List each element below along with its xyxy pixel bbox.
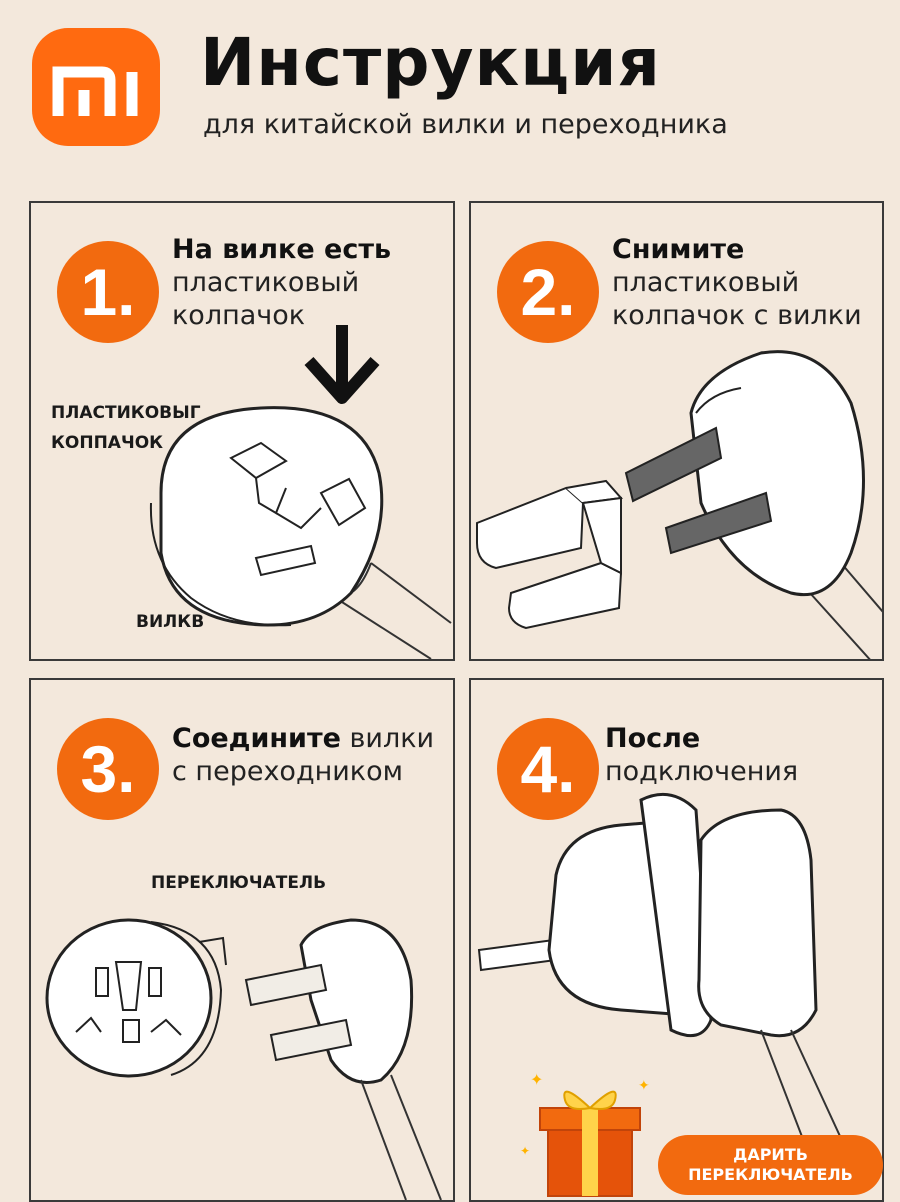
step-3-line-1: с переходником <box>172 756 404 787</box>
step-1-line-1: пластиковый <box>172 267 360 298</box>
step-4-panel: 4. После подключения <box>469 678 884 1202</box>
plug-and-adapter-illustration <box>45 918 442 1200</box>
page-title: Инструкция <box>200 24 661 101</box>
switch-label: ПЕРЕКЛЮЧАТЕЛЬ <box>151 873 327 893</box>
step-2-bold: Снимите <box>612 234 745 265</box>
step-4-text: После подключения <box>605 722 798 788</box>
step-1-panel: 1. На вилке есть пластиковый колпачок ПЛ… <box>29 201 455 661</box>
step-number-badge: 3. <box>57 718 159 820</box>
gift-box-icon: ✦ ✦ ✦ <box>520 1070 650 1197</box>
step-number-badge: 2. <box>497 241 599 343</box>
step-2-line-2: колпачок с вилки <box>612 300 862 331</box>
gift-button-line-2: ПЕРЕКЛЮЧАТЕЛЬ <box>688 1165 853 1184</box>
plug-label: ВИЛКВ <box>136 612 205 632</box>
step-1-bold: На вилке есть <box>172 234 392 265</box>
step-4-line-1: подключения <box>605 756 799 787</box>
gift-switch-button[interactable]: ДАРИТЬ ПЕРЕКЛЮЧАТЕЛЬ <box>658 1135 883 1195</box>
cap-label-line-2: КОППАЧОК <box>51 433 164 453</box>
page-subtitle: для китайской вилки и переходника <box>203 109 728 140</box>
step-3-text: Соедините вилки с переходником <box>172 722 434 788</box>
step-3-bold: Соедините <box>172 723 341 754</box>
gift-button-line-1: ДАРИТЬ <box>733 1145 808 1164</box>
remove-cap-illustration <box>476 350 882 659</box>
step-2-panel: 2. Снимите пластиковый колпачок с вилки <box>469 201 884 661</box>
svg-text:✦: ✦ <box>638 1078 650 1094</box>
step-1-text: На вилке есть пластиковый колпачок <box>172 233 391 332</box>
mi-logo-icon <box>52 66 138 116</box>
plug-with-cap-illustration <box>149 325 452 659</box>
step-3-panel: 3. Соедините вилки с переходником ПЕРЕКЛ… <box>29 678 455 1202</box>
step-2-text: Снимите пластиковый колпачок с вилки <box>612 233 862 332</box>
svg-text:✦: ✦ <box>520 1144 530 1158</box>
svg-text:✦: ✦ <box>530 1070 543 1089</box>
step-number-badge: 1. <box>57 241 159 343</box>
step-1-line-2: колпачок <box>172 300 306 331</box>
step-2-line-1: пластиковый <box>612 267 800 298</box>
step-4-bold: После <box>605 723 701 754</box>
step-number-badge: 4. <box>497 718 599 820</box>
xiaomi-logo <box>32 28 160 146</box>
cap-label: ПЛАСТИКОВЫГ КОППАЧОК <box>51 398 201 458</box>
cap-label-line-1: ПЛАСТИКОВЫГ <box>51 403 201 423</box>
connected-plug-illustration <box>477 792 852 1169</box>
step-3-bold-suffix: вилки <box>340 723 435 754</box>
